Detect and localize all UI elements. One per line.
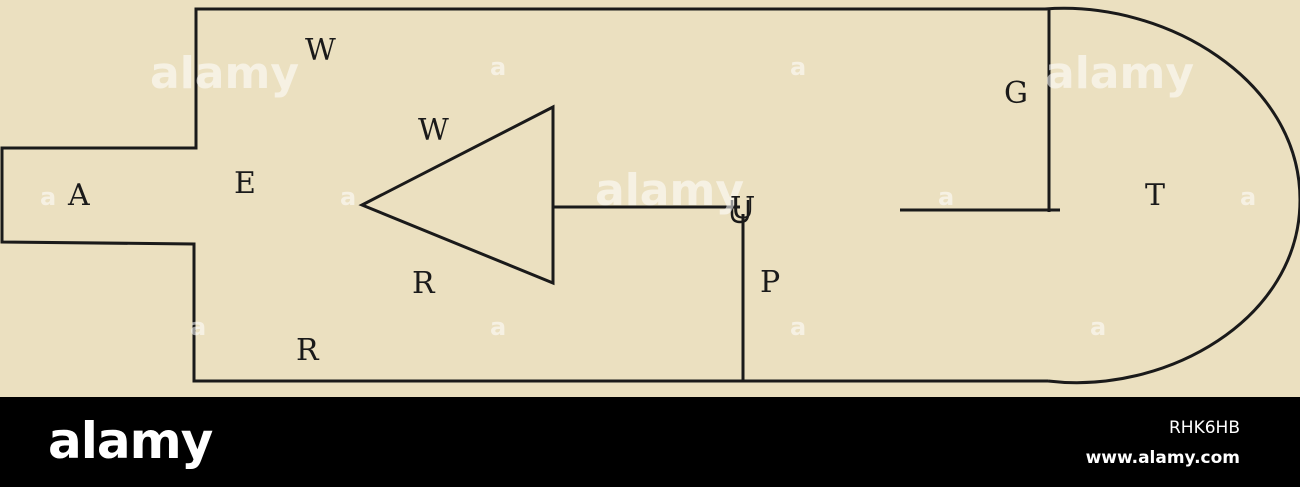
watermark-mark: a xyxy=(1240,183,1256,211)
label-p: P xyxy=(760,265,780,300)
label-e: E xyxy=(234,166,256,201)
prism-triangle xyxy=(358,104,555,286)
label-w-prism: W xyxy=(418,113,449,148)
watermark-mark: a xyxy=(190,313,206,341)
label-u: U xyxy=(730,191,755,226)
watermark-mark: a xyxy=(790,313,806,341)
site-url[interactable]: www.alamy.com xyxy=(1085,448,1240,468)
label-w-top: W xyxy=(305,33,336,68)
label-a: A xyxy=(67,178,90,213)
housing-outline xyxy=(0,7,1048,383)
semicircle-chamber xyxy=(1044,6,1300,385)
pivot-u xyxy=(730,200,750,224)
label-r-bottom: R xyxy=(296,333,320,368)
label-g: G xyxy=(1004,76,1028,111)
alamy-logo: alamy xyxy=(48,412,213,470)
watermark: alamy alamy alamy a a a a a a a a a a xyxy=(40,48,1256,341)
watermark-mark: a xyxy=(40,183,56,211)
watermark-mark: a xyxy=(1090,313,1106,341)
watermark-mark: a xyxy=(490,313,506,341)
watermark-mark: a xyxy=(340,183,356,211)
watermark-mark: a xyxy=(938,183,954,211)
watermark-logo-2: alamy xyxy=(1045,48,1194,99)
image-id: RHK6HB xyxy=(1168,418,1240,438)
diagram-svg: alamy alamy alamy a a a a a a a a a a A … xyxy=(0,6,1300,385)
diagram-figure: alamy alamy alamy a a a a a a a a a a A … xyxy=(0,6,1300,385)
watermark-mark: a xyxy=(490,53,506,81)
label-t: T xyxy=(1145,178,1165,213)
watermark-logo-3: alamy xyxy=(595,165,744,216)
watermark-mark: a xyxy=(790,53,806,81)
stock-footer-bar: alamy RHK6HB www.alamy.com xyxy=(0,397,1300,487)
label-r-prism: R xyxy=(412,266,436,301)
watermark-logo-1: alamy xyxy=(150,48,299,99)
